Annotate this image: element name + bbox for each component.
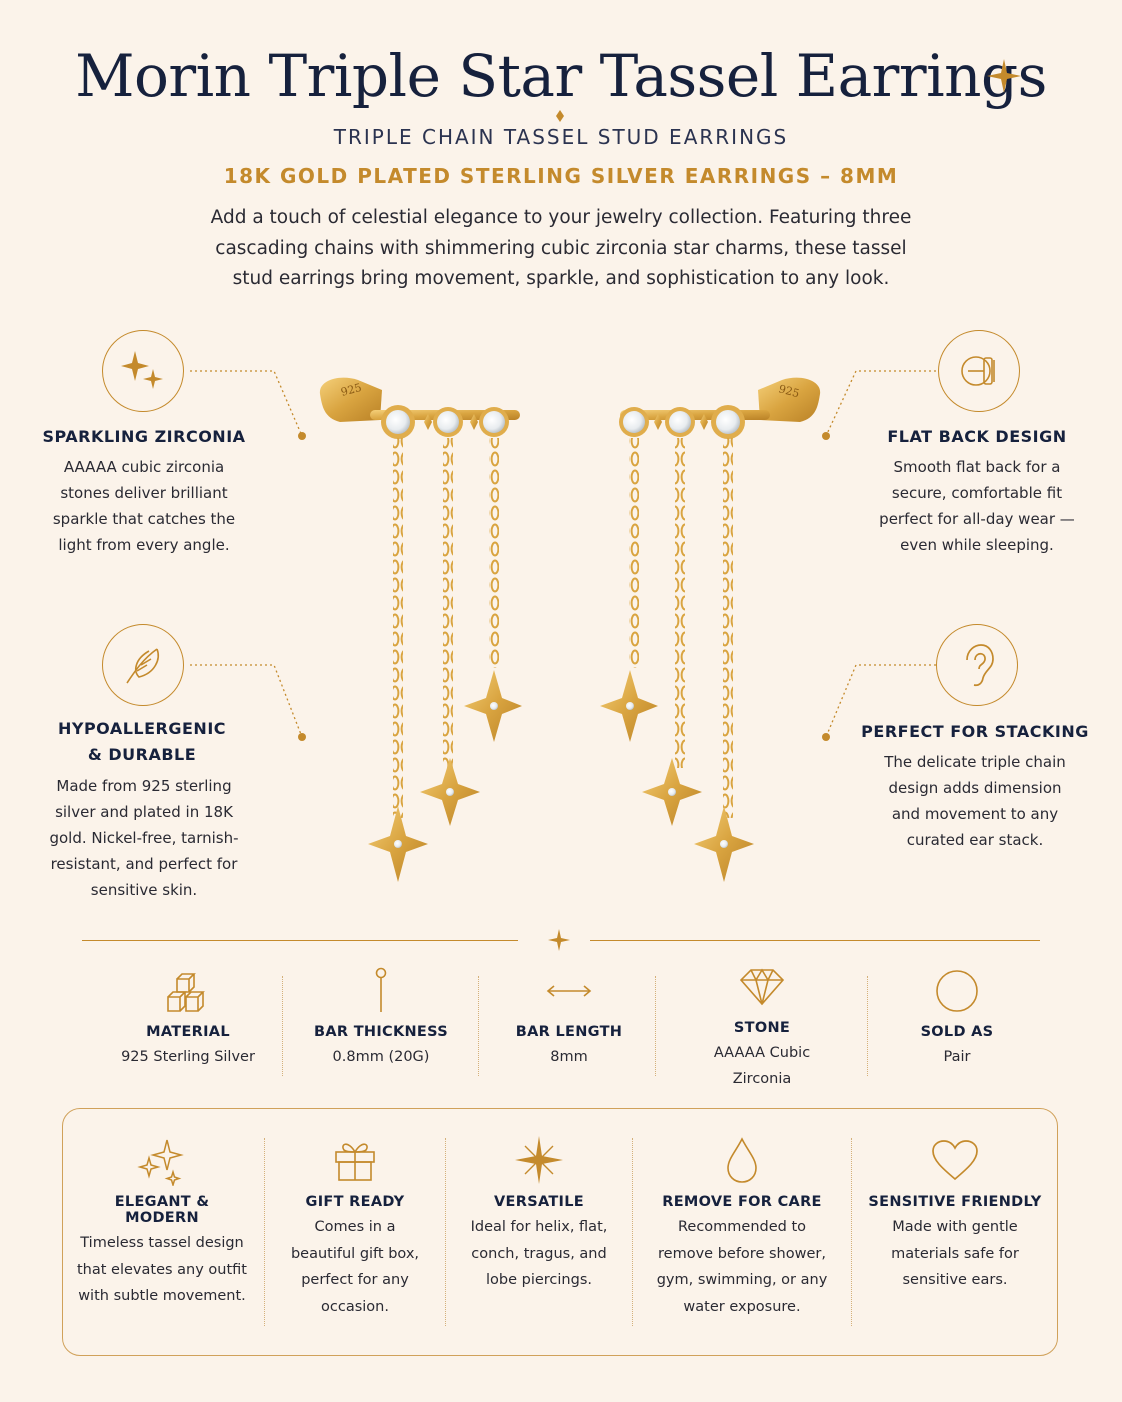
- intro-paragraph: Add a touch of celestial elegance to you…: [210, 207, 912, 289]
- feature-title-line: HYPOALLERGENIC: [57, 719, 227, 738]
- page-title: Morin Triple Star Tassel Earrings: [75, 42, 1047, 110]
- spec-separator: [282, 976, 283, 1076]
- benefit-text: Timeless tassel design that elevates any…: [77, 1235, 247, 1304]
- feature-title: SPARKLING ZIRCONIA: [42, 427, 246, 446]
- material-headline: 18K GOLD PLATED STERLING SILVER EARRINGS…: [223, 164, 899, 188]
- feature-text: AAAAA cubic zirconia stones deliver bril…: [52, 458, 236, 554]
- spec-material: MATERIAL 925 Sterling Silver: [100, 966, 276, 1070]
- benefit-versatile: VERSATILE Ideal for helix, flat, conch, …: [462, 1132, 616, 1294]
- flat-back-icon: [938, 330, 1020, 412]
- arrow-length-icon: [494, 966, 644, 1016]
- star-icon: [987, 59, 1021, 93]
- earrings-illustration: 925 925: [319, 377, 821, 882]
- left-earring: 925: [319, 377, 522, 882]
- benefit-separator: [851, 1138, 852, 1326]
- spec-value: 0.8mm (20G): [332, 1049, 430, 1065]
- spec-sold-as: SOLD AS Pair: [884, 966, 1030, 1070]
- spec-value: 925 Sterling Silver: [121, 1049, 255, 1065]
- ear-icon: [936, 624, 1018, 706]
- spec-value: Pair: [943, 1049, 971, 1065]
- benefit-label: GIFT READY: [305, 1194, 405, 1210]
- feature-text: The delicate triple chain design adds di…: [884, 753, 1066, 849]
- spec-bar-length: BAR LENGTH 8mm: [494, 966, 644, 1070]
- benefit-text: Recommended to remove before shower, gym…: [656, 1219, 828, 1315]
- spec-label: BAR THICKNESS: [314, 1024, 448, 1040]
- spec-label: STONE: [733, 1020, 791, 1036]
- benefit-elegant: ELEGANT & MODERN Timeless tassel design …: [76, 1132, 248, 1310]
- stamp-925-left: 925: [339, 381, 363, 399]
- stamp-925-right: 925: [777, 382, 801, 400]
- diamond-accent-icon: [556, 110, 564, 122]
- benefit-label: REMOVE FOR CARE: [662, 1194, 822, 1210]
- benefit-sensitive: SENSITIVE FRIENDLY Made with gentle mate…: [868, 1132, 1042, 1294]
- dotted-connector: [190, 370, 306, 440]
- cubes-icon: [100, 966, 276, 1016]
- water-drop-icon: [650, 1132, 834, 1188]
- divider-line: [590, 940, 1040, 941]
- benefit-separator: [445, 1138, 446, 1326]
- right-earring: 925: [600, 377, 821, 882]
- feather-icon: [102, 624, 184, 706]
- benefit-text: Made with gentle materials safe for sens…: [891, 1219, 1019, 1288]
- divider-star-icon: [548, 929, 570, 951]
- heart-icon: [868, 1132, 1042, 1188]
- feature-text: Smooth flat back for a secure, comfortab…: [879, 458, 1075, 554]
- spec-label: SOLD AS: [920, 1024, 994, 1040]
- benefit-text: Ideal for helix, flat, conch, tragus, an…: [470, 1219, 608, 1288]
- dotted-connector: [822, 664, 936, 741]
- spec-separator: [478, 976, 479, 1076]
- benefit-label: VERSATILE: [494, 1194, 584, 1210]
- circle-icon: [884, 966, 1030, 1016]
- feature-title: FLAT BACK DESIGN: [887, 427, 1067, 446]
- feature-title-line: & DURABLE: [87, 745, 197, 764]
- sparkles-icon: [76, 1132, 248, 1188]
- dotted-connector: [190, 664, 306, 741]
- benefit-care: REMOVE FOR CARE Recommended to remove be…: [650, 1132, 834, 1320]
- spec-stone: STONE AAAAA Cubic Zirconia: [676, 962, 848, 1092]
- spec-label: BAR LENGTH: [515, 1024, 623, 1040]
- spec-label: MATERIAL: [146, 1024, 230, 1040]
- sparkle-icon: [102, 330, 184, 412]
- divider-line: [82, 940, 518, 941]
- diamond-icon: [676, 962, 848, 1012]
- star-burst-icon: [462, 1132, 616, 1188]
- benefit-text: Comes in a beautiful gift box, perfect f…: [290, 1219, 420, 1315]
- dotted-connector: [822, 370, 936, 440]
- benefit-separator: [632, 1138, 633, 1326]
- spec-value: AAAAA Cubic Zirconia: [713, 1045, 811, 1087]
- spec-separator: [867, 976, 868, 1076]
- benefit-separator: [264, 1138, 265, 1326]
- gift-icon: [282, 1132, 428, 1188]
- spec-separator: [655, 976, 656, 1076]
- benefit-gift: GIFT READY Comes in a beautiful gift box…: [282, 1132, 428, 1320]
- feature-text: Made from 925 sterling silver and plated…: [49, 777, 239, 899]
- benefit-label: SENSITIVE FRIENDLY: [868, 1194, 1042, 1210]
- feature-title: PERFECT FOR STACKING: [861, 722, 1089, 741]
- benefits-panel: [62, 1108, 1058, 1356]
- spec-bar-thickness: BAR THICKNESS 0.8mm (20G): [298, 966, 464, 1070]
- feature-title: HYPOALLERGENIC & DURABLE: [30, 716, 254, 768]
- benefit-label: ELEGANT & MODERN: [114, 1194, 210, 1226]
- spec-value: 8mm: [550, 1049, 588, 1065]
- product-subtitle: TRIPLE CHAIN TASSEL STUD EARRINGS: [333, 125, 789, 149]
- pin-icon: [298, 966, 464, 1016]
